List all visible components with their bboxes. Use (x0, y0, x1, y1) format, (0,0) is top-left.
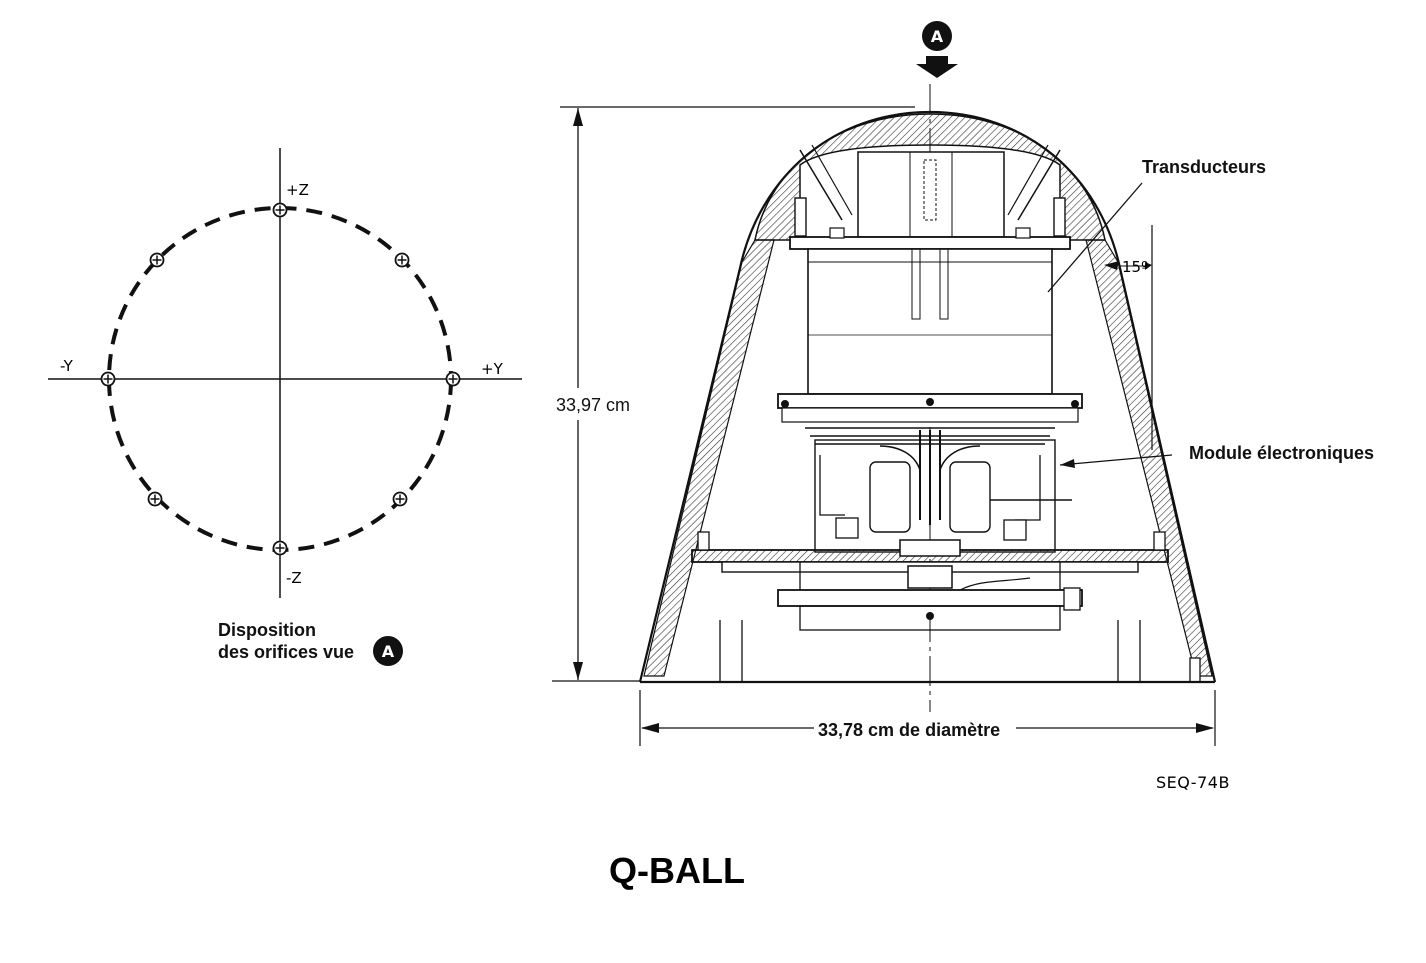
axis-label-minus-y: -Y (60, 357, 74, 375)
diameter-dimension (639, 690, 1216, 746)
electronics-leader (1059, 454, 1173, 466)
qball-cross-section (638, 110, 1217, 684)
lower-flange (777, 589, 1083, 607)
diameter-label: 33,78 cm de diamètre (818, 720, 1001, 740)
axis-label-plus-z: +Z (286, 181, 309, 199)
nose-cap (754, 113, 1106, 241)
orifice-caption-line1: Disposition (218, 620, 316, 640)
diagram-title: Q-BALL (609, 850, 745, 891)
down-arrow-icon (916, 56, 958, 78)
axis-label-plus-y: +Y (481, 360, 504, 378)
cone-angle-callout: 15º (1104, 225, 1153, 450)
outer-shell (638, 110, 1217, 683)
view-a-top-marker-letter: A (931, 27, 944, 46)
transducer-top (857, 151, 1005, 238)
orifice-plus-z (272, 202, 288, 218)
view-a-top-marker-icon (922, 21, 952, 51)
axis-label-minus-z: -Z (286, 569, 302, 587)
top-flange (789, 236, 1071, 250)
orifice-upper-left (149, 252, 165, 268)
cone-angle-label: 15º (1122, 258, 1148, 276)
transducers-label: Transducteurs (1142, 157, 1267, 177)
orifice-minus-z (272, 540, 288, 556)
left-wall (643, 239, 775, 677)
orifice-lower-right (392, 491, 408, 507)
orifice-lower-left (147, 491, 163, 507)
view-a-marker-icon (373, 636, 403, 666)
height-dimension (552, 106, 915, 682)
orifice-upper-right (394, 252, 410, 268)
electronics-module-label: Module électroniques (1189, 443, 1375, 463)
transducers-leader (1047, 182, 1143, 293)
transducers-body (807, 248, 1053, 395)
orifice-minus-y (100, 371, 116, 387)
height-label: 33,97 cm (556, 395, 631, 415)
orifice-plus-y (445, 371, 461, 387)
orifice-caption-line2: des orifices vue (218, 642, 355, 662)
connector (907, 565, 953, 589)
view-a-arrow: A (916, 21, 958, 78)
figure-code: SEQ-74B (1156, 773, 1230, 792)
view-a-marker-letter: A (382, 642, 395, 661)
orifice-layout-view: +Z -Z -Y +Y A (48, 148, 522, 666)
